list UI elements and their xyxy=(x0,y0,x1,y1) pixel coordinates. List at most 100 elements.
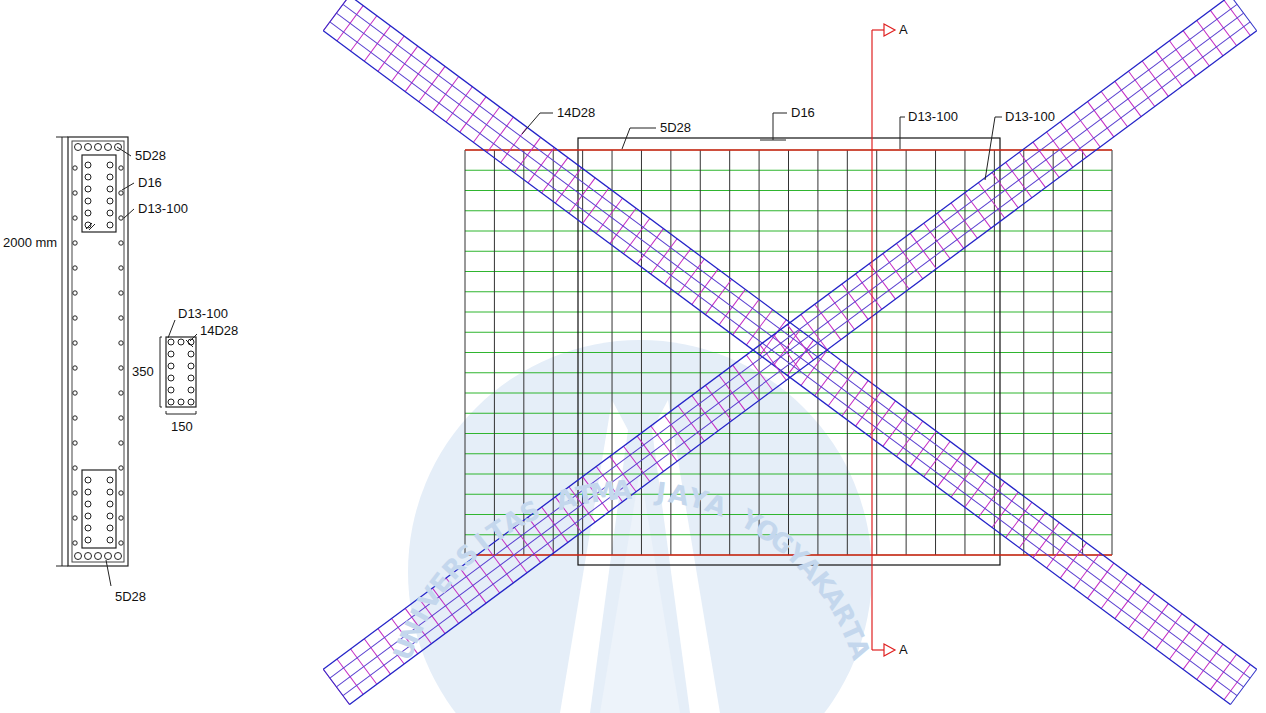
diagonal-bar xyxy=(188,351,194,357)
leader-line xyxy=(622,128,656,149)
leader-line xyxy=(773,113,787,140)
skin-bar xyxy=(119,191,123,195)
skin-bar xyxy=(119,541,123,545)
diagonal-bar xyxy=(336,13,1243,687)
bar-label: D13-100 xyxy=(1004,110,1056,123)
skin-bar xyxy=(73,241,77,245)
leader-line xyxy=(900,117,905,149)
skin-bar xyxy=(73,341,77,345)
diagonal-bar xyxy=(323,31,1230,705)
diagonal-bar xyxy=(336,13,1243,687)
stirrup-leg xyxy=(876,150,877,555)
diagonal-bar xyxy=(330,22,1237,696)
skin-bar xyxy=(73,216,77,220)
logo-disc xyxy=(408,340,872,713)
stirrup-leg xyxy=(906,150,907,555)
diagonal-bar xyxy=(168,339,174,345)
concrete-outline xyxy=(68,137,128,566)
diagonal-bar xyxy=(178,399,184,405)
diagonal-bundle-section xyxy=(160,337,196,414)
diagonal-bar xyxy=(107,222,113,228)
dimension-label: 2000 mm xyxy=(2,236,58,249)
skin-bar xyxy=(119,266,123,270)
skin-bar xyxy=(73,516,77,520)
section-label: A xyxy=(898,23,909,36)
diagonal-tie xyxy=(323,0,349,31)
diagonal-bar xyxy=(85,537,91,543)
diagonal-bundle xyxy=(323,0,1256,705)
dimension-bracket xyxy=(160,337,162,407)
skin-bar xyxy=(119,166,123,170)
bar-label: 14D28 xyxy=(556,106,596,119)
skin-bar xyxy=(119,466,123,470)
leader-line xyxy=(117,147,131,156)
stirrup-leg xyxy=(847,150,848,555)
diagonal-bar xyxy=(85,477,91,483)
watermark-logo xyxy=(408,340,872,713)
diagonal-bar xyxy=(85,174,91,180)
leader-line xyxy=(168,320,175,338)
skin-bar xyxy=(119,316,123,320)
stirrup-leg xyxy=(523,150,524,555)
bar-label: D16 xyxy=(137,176,163,189)
diagonal-bar xyxy=(188,387,194,393)
bar-label: D13-100 xyxy=(907,110,959,123)
diagonal-bar xyxy=(107,537,113,543)
section-arrow xyxy=(884,24,895,36)
diagonal-bar xyxy=(85,513,91,519)
diagonal-bar xyxy=(85,222,91,228)
diagonal-bar xyxy=(85,186,91,192)
diagonal-bar xyxy=(107,162,113,168)
diagonal-bar xyxy=(85,489,91,495)
skin-bar xyxy=(73,366,77,370)
skin-bar xyxy=(73,466,77,470)
bar-label: 5D28 xyxy=(134,149,167,162)
diagonal-bar xyxy=(188,363,194,369)
stirrup-outline xyxy=(72,141,124,562)
main-bar xyxy=(85,553,92,560)
skin-bar xyxy=(73,491,77,495)
stirrup-leg xyxy=(641,150,642,555)
stirrup-leg xyxy=(729,150,730,555)
bundle-end xyxy=(1230,0,1256,31)
skin-bar xyxy=(119,216,123,220)
skin-bar xyxy=(73,291,77,295)
skin-bar xyxy=(73,541,77,545)
dimension-tick xyxy=(56,566,68,567)
stirrup-leg xyxy=(935,150,936,555)
main-bar xyxy=(95,144,102,151)
diagonal-bar xyxy=(85,501,91,507)
diagonal-cage xyxy=(82,155,116,232)
skin-bar xyxy=(73,416,77,420)
diagonal-bar xyxy=(168,363,174,369)
leader-line xyxy=(522,113,553,134)
diagonal-cage xyxy=(82,470,116,548)
beam-cross-section xyxy=(56,137,128,566)
leader-line xyxy=(760,140,786,141)
horizontal-bar xyxy=(465,150,1112,151)
diagonal-bar xyxy=(107,525,113,531)
main-bar xyxy=(75,144,82,151)
skin-bar xyxy=(119,491,123,495)
stirrup-leg xyxy=(465,150,466,555)
bar-label: D13-100 xyxy=(177,307,229,320)
leader-line xyxy=(122,183,134,190)
stirrup-leg xyxy=(788,150,789,555)
leader-line xyxy=(124,209,134,218)
dimension-bracket xyxy=(166,411,196,414)
diagonal-bar xyxy=(107,489,113,495)
diagonal-bar xyxy=(107,198,113,204)
diagonal-bar xyxy=(107,513,113,519)
diagonal-bar xyxy=(85,525,91,531)
diagonal-bar xyxy=(188,399,194,405)
stirrup-leg xyxy=(494,150,495,555)
bar-label: 5D28 xyxy=(659,121,692,134)
section-cut-line xyxy=(871,30,872,650)
diagonal-bar xyxy=(350,31,1257,705)
stirrup-leg xyxy=(1082,150,1083,555)
stirrup-leg xyxy=(1023,150,1024,555)
